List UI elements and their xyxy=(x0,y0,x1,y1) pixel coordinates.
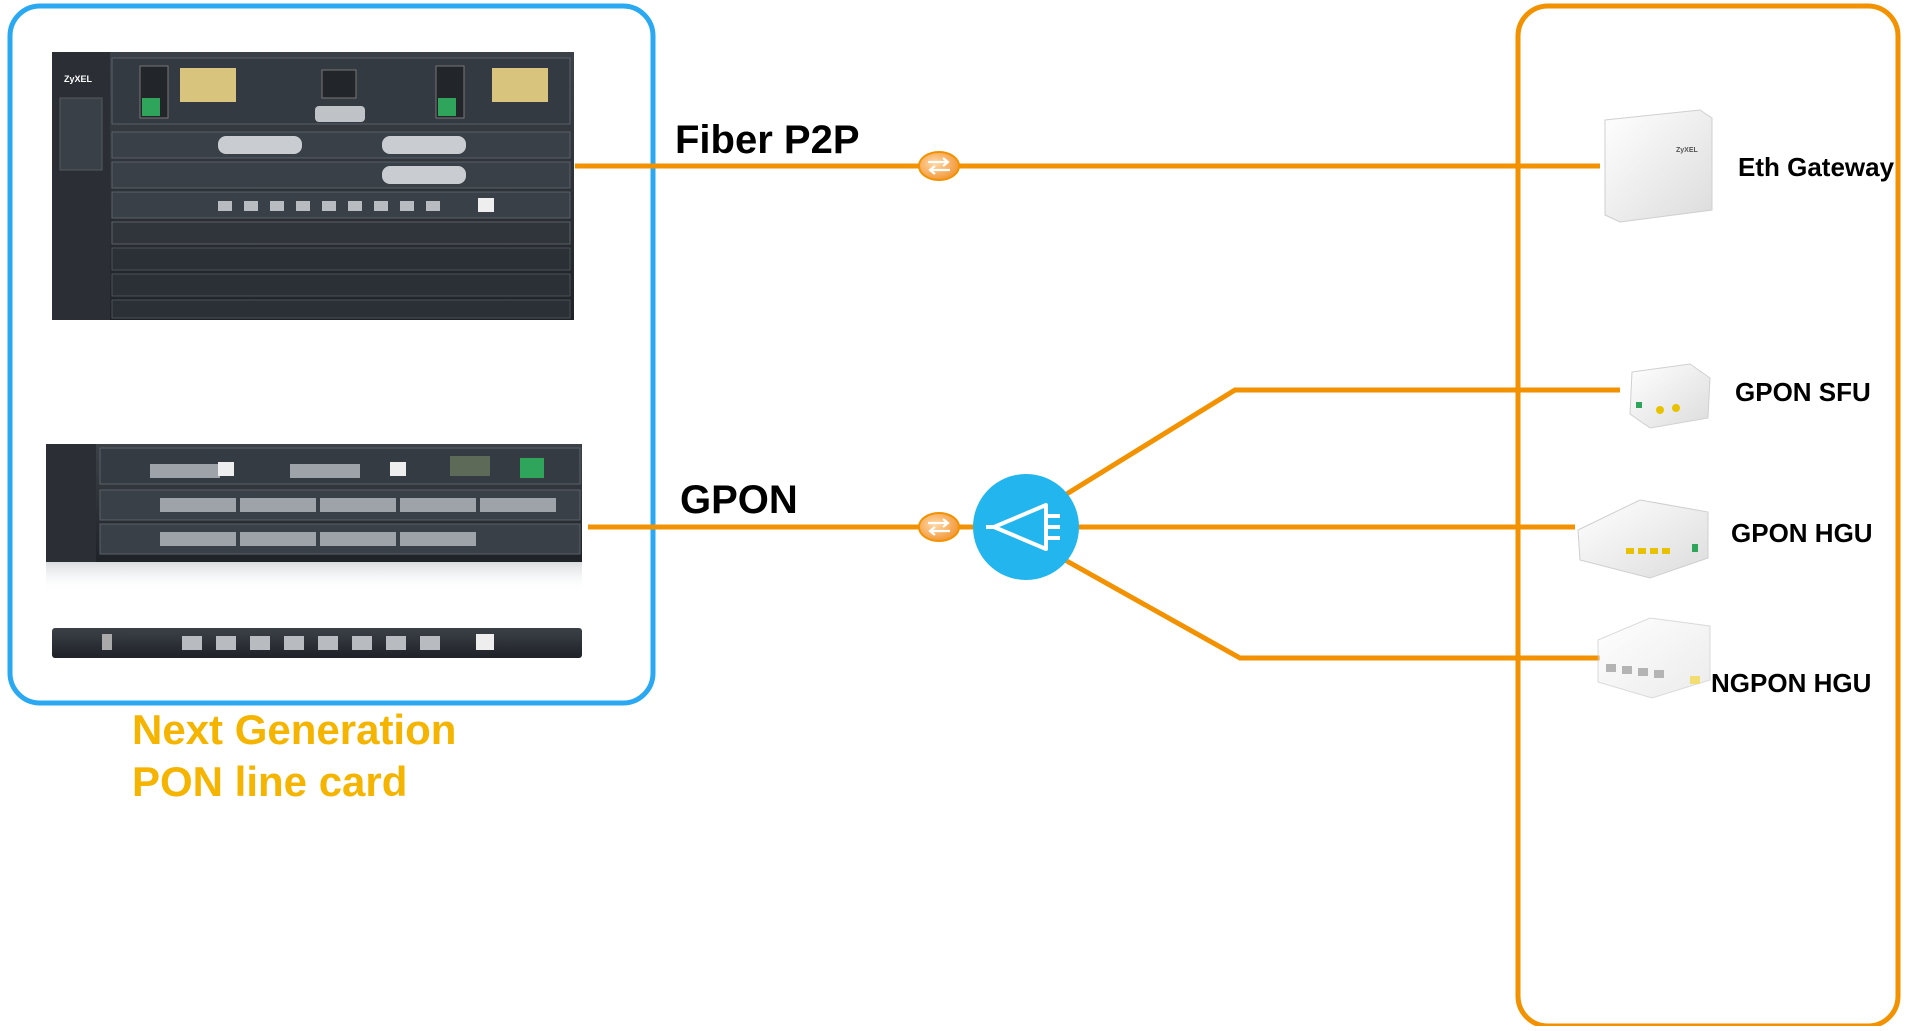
coupler-icon xyxy=(918,151,960,181)
olt-caption-line1: Next Generation xyxy=(132,706,457,753)
olt-brand-logo: ZyXEL xyxy=(64,74,93,84)
fiber-p2p-label: Fiber P2P xyxy=(675,118,860,162)
split-line-ngpon xyxy=(1063,557,1600,661)
olt-caption-line2: PON line card xyxy=(132,758,408,805)
gpon-hgu-label: GPON HGU xyxy=(1731,518,1873,548)
ngpon-hgu-label: NGPON HGU xyxy=(1711,668,1872,698)
coupler-icon xyxy=(918,512,960,542)
fiber-lines xyxy=(575,163,1620,661)
split-line-sfu xyxy=(1063,387,1620,498)
ngpon-hgu-device xyxy=(1597,617,1711,699)
gpon-sfu-label: GPON SFU xyxy=(1735,377,1871,407)
gpon-sfu-device xyxy=(1629,363,1711,429)
gpon-label: GPON xyxy=(680,478,798,522)
svg-text:ZyXEL: ZyXEL xyxy=(1676,147,1699,154)
olt-group-border xyxy=(7,3,656,706)
eth-gateway-device: ZyXEL xyxy=(1604,109,1713,223)
olt-chassis-medium xyxy=(46,444,582,592)
eth-gateway-label: Eth Gateway xyxy=(1738,152,1895,182)
pon-line-card xyxy=(52,628,582,658)
splitter-icon xyxy=(973,474,1079,580)
olt-chassis-large: ZyXEL xyxy=(52,52,574,320)
gpon-hgu-device xyxy=(1577,499,1709,579)
